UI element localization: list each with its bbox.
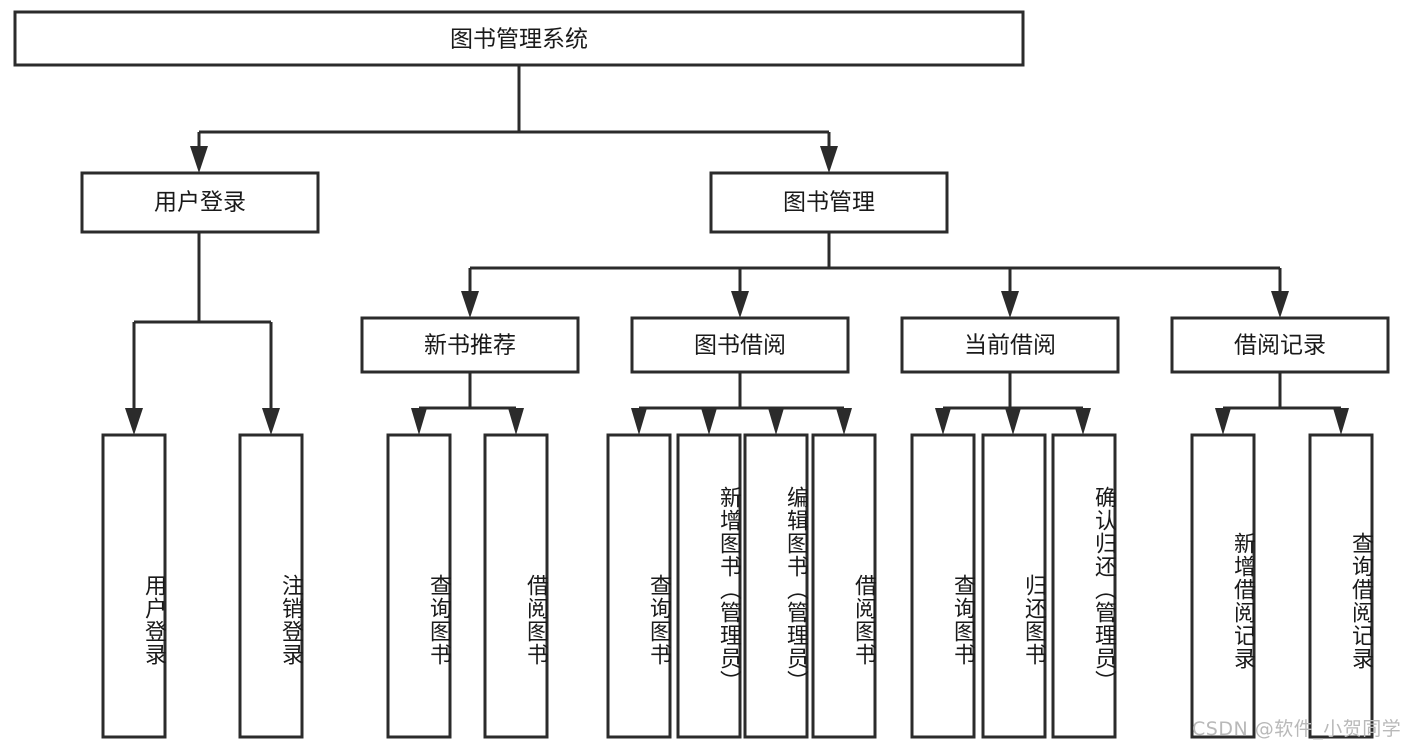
node-user-login-box[interactable] — [80, 171, 320, 234]
arrow-head-leaf-add-book — [701, 408, 717, 435]
leaf-box-add-book[interactable] — [676, 433, 742, 739]
leaf-box-logout[interactable] — [238, 433, 304, 739]
leaf-box-query-record[interactable] — [1308, 433, 1374, 739]
arrow-head-current-borrow — [1001, 291, 1019, 318]
arrow-head-book-manage — [820, 146, 838, 173]
edges-group — [125, 65, 1349, 435]
leaf-box-query-book-c[interactable] — [910, 433, 976, 739]
arrow-head-borrow-record — [1271, 291, 1289, 318]
node-borrow-record-label: 借阅记录 — [1234, 333, 1326, 359]
leaf-box-user-login[interactable] — [101, 433, 167, 739]
leaf-box-confirm-return[interactable] — [1051, 433, 1117, 739]
leaf-box-borrow-book-b[interactable] — [811, 433, 877, 739]
arrow-head-leaf-edit-book — [768, 408, 784, 435]
leaf-box-return-book[interactable] — [981, 433, 1047, 739]
node-book-manage-box[interactable] — [709, 171, 949, 234]
arrow-head-leaf-borrow-book-b — [836, 408, 852, 435]
node-user-login[interactable]: 用户登录 — [80, 171, 320, 234]
arrow-head-leaf-confirm-return — [1075, 408, 1091, 435]
node-root-system[interactable]: 图书管理系统 — [13, 10, 1025, 67]
leaf-box-query-book-b[interactable] — [606, 433, 672, 739]
arrow-head-leaf-borrow-book-a — [508, 408, 524, 435]
leaf-boxes-group — [101, 433, 1374, 739]
node-new-book-recommend-label: 新书推荐 — [424, 333, 516, 359]
arrow-head-book-borrow — [731, 291, 749, 318]
node-book-manage-label: 图书管理 — [783, 190, 875, 216]
leaf-box-borrow-book-a[interactable] — [483, 433, 549, 739]
node-borrow-record[interactable]: 借阅记录 — [1170, 316, 1390, 374]
arrow-head-leaf-logout — [262, 408, 280, 435]
arrow-head-new-book — [461, 291, 479, 318]
node-root-box[interactable] — [13, 10, 1025, 67]
node-book-borrow-label: 图书借阅 — [694, 333, 786, 359]
csdn-watermark: CSDN @软件_小贺同学 — [1192, 718, 1402, 740]
node-book-borrow[interactable]: 图书借阅 — [630, 316, 850, 374]
arrow-head-leaf-return-book — [1005, 408, 1021, 435]
node-current-borrow[interactable]: 当前借阅 — [900, 316, 1120, 374]
arrow-head-user-login — [190, 146, 208, 173]
node-user-login-label: 用户登录 — [154, 190, 246, 216]
leaf-box-edit-book[interactable] — [743, 433, 809, 739]
node-borrow-record-box[interactable] — [1170, 316, 1390, 374]
node-root-label: 图书管理系统 — [450, 27, 588, 53]
node-book-borrow-box[interactable] — [630, 316, 850, 374]
arrow-head-leaf-add-record — [1215, 408, 1231, 435]
node-new-book-recommend[interactable]: 新书推荐 — [360, 316, 580, 374]
arrow-head-leaf-query-book-c — [935, 408, 951, 435]
node-book-manage[interactable]: 图书管理 — [709, 171, 949, 234]
arrow-head-leaf-query-book-b — [631, 408, 647, 435]
leaf-box-add-record[interactable] — [1190, 433, 1256, 739]
arrow-head-leaf-query-book-a — [411, 408, 427, 435]
arrow-head-leaf-query-record — [1333, 408, 1349, 435]
arrow-head-leaf-user-login — [125, 408, 143, 435]
leaf-box-query-book-a[interactable] — [386, 433, 452, 739]
node-new-book-recommend-box[interactable] — [360, 316, 580, 374]
node-current-borrow-label: 当前借阅 — [964, 333, 1056, 359]
node-current-borrow-box[interactable] — [900, 316, 1120, 374]
